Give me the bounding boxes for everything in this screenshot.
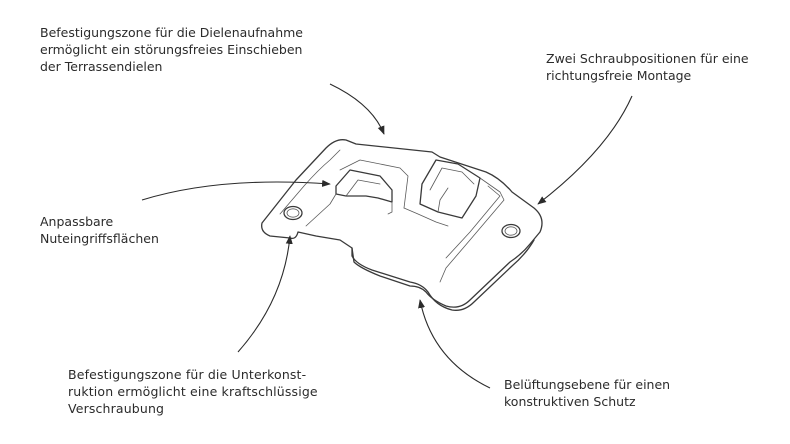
terrace-clip-illustration <box>261 139 543 311</box>
arrow-bottom-left <box>237 235 293 353</box>
callout-top-left: Befestigungszone für die Dielenaufnahme … <box>40 24 303 75</box>
callout-bottom-left: Befestigungszone für die Unterkonst- ruk… <box>68 366 318 417</box>
callout-line: Befestigungszone für die Unterkonst- <box>68 367 307 382</box>
left-tab <box>335 169 393 203</box>
arrow-mid-left <box>141 179 331 201</box>
clip-plate-edge <box>351 239 535 311</box>
arrow-top-right <box>537 95 633 205</box>
callout-line: Belüftungsebene für einen <box>504 377 671 392</box>
arrow-bottom-right <box>418 299 491 389</box>
right-tab <box>419 159 481 219</box>
callout-mid-left: Anpassbare Nuteingriffsflächen <box>40 213 159 247</box>
callout-line: Anpassbare <box>40 214 114 229</box>
screw-hole-right <box>501 223 521 239</box>
callout-line: der Terrassendielen <box>40 59 163 74</box>
clip-plate-outline <box>261 139 543 308</box>
arrow-top-left <box>329 83 385 135</box>
callout-line: richtungsfreie Montage <box>546 68 692 83</box>
callout-line: ermöglicht ein störungsfreies Einschiebe… <box>40 42 303 57</box>
left-ear-ridge <box>279 149 341 215</box>
screw-hole-left <box>283 205 303 221</box>
callout-line: Verschraubung <box>68 401 165 416</box>
callout-line: konstruktiven Schutz <box>504 394 636 409</box>
callout-bottom-right: Belüftungsebene für einen konstruktiven … <box>504 376 670 410</box>
callout-line: ruktion ermöglicht eine kraftschlüssige <box>68 384 318 399</box>
callout-top-right: Zwei Schraubpositionen für eine richtung… <box>546 50 749 84</box>
callout-line: Zwei Schraubpositionen für eine <box>546 51 749 66</box>
callout-line: Nuteingriffsflächen <box>40 231 159 246</box>
callout-line: Befestigungszone für die Dielenaufnahme <box>40 25 304 40</box>
